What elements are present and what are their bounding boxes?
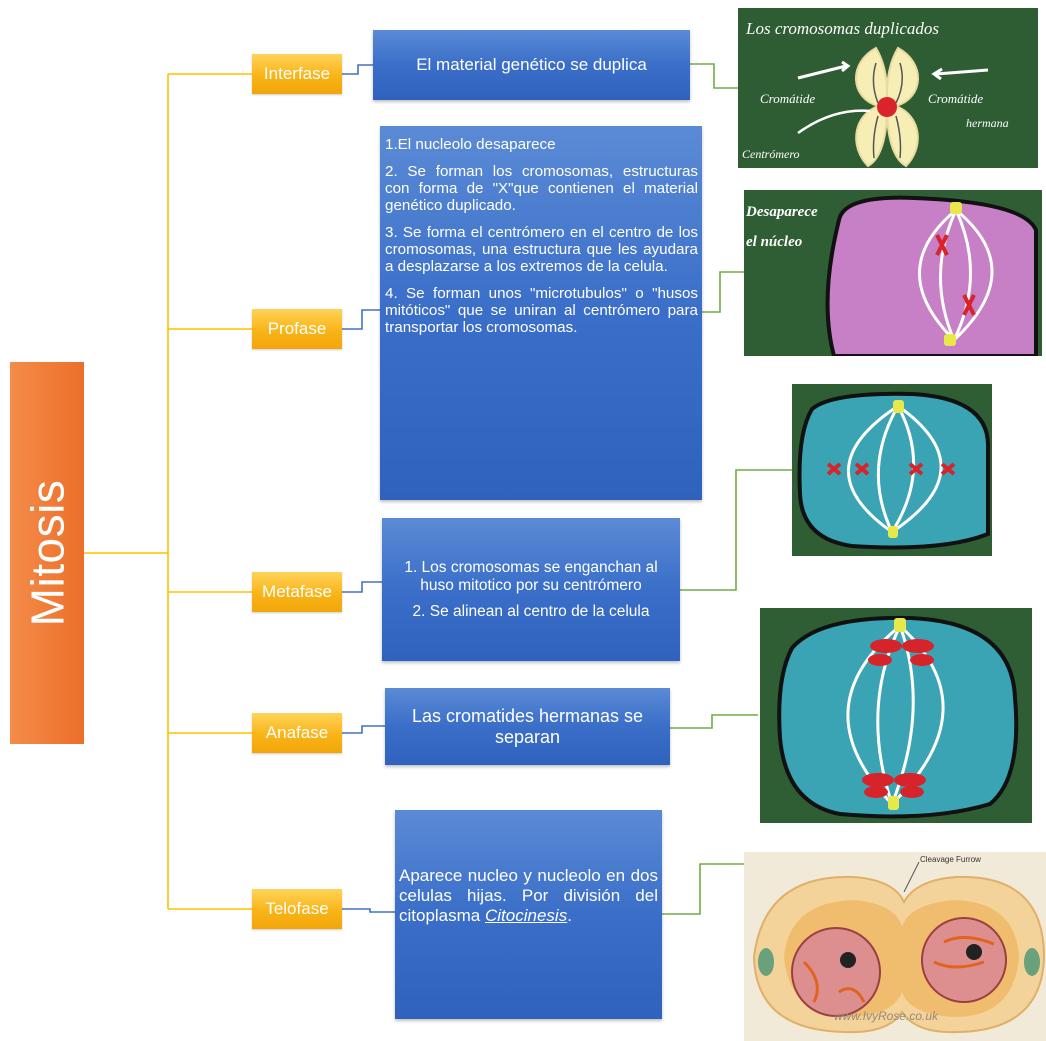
phase-telofase: Telofase xyxy=(252,889,342,929)
metafase-item-1: 1. Los cromosomas se enganchan al huso m… xyxy=(404,558,658,594)
phase-anafase: Anafase xyxy=(252,713,342,753)
duplicated-chromosomes-image: Los cromosomas duplicados Cromátide Crom… xyxy=(738,8,1038,168)
profase-item-1: 1.El nucleolo desaparece xyxy=(385,136,556,153)
telofase-emphasis: Citocinesis xyxy=(485,906,568,925)
profase-item-2: 2. Se forman los cromosomas, estructuras… xyxy=(385,163,698,214)
mitosis-root-node: Mitosis xyxy=(10,362,84,744)
metafase-description: 1. Los cromosomas se enganchan al huso m… xyxy=(382,518,680,661)
anaphase-cell-image xyxy=(760,608,1032,823)
image1-label-left: Cromátide xyxy=(760,91,815,106)
profase-description: 1.El nucleolo desaparece 2. Se forman lo… xyxy=(380,126,702,500)
prophase-cell-image: Desaparece el núcleo xyxy=(744,190,1042,356)
image1-title: Los cromosomas duplicados xyxy=(745,19,939,38)
telofase-description: Aparece nucleo y nucleolo en dos celulas… xyxy=(395,810,662,1019)
telophase-cell-image: Cleavage Furrow www.IvyRose.co.uk xyxy=(744,852,1046,1041)
root-label: Mitosis xyxy=(21,479,73,627)
image1-label-right2: hermana xyxy=(966,116,1009,130)
anafase-description: Las cromatides hermanas se separan xyxy=(385,688,670,765)
telofase-text: Aparece nucleo y nucleolo en dos celulas… xyxy=(399,866,658,925)
image2-line2: el núcleo xyxy=(746,234,802,250)
phase-interfase: Interfase xyxy=(252,54,342,94)
phase-metafase: Metafase xyxy=(252,572,342,612)
metafase-item-2: 2. Se alinean al centro de la celula xyxy=(412,602,650,620)
phase-profase: Profase xyxy=(252,309,342,349)
profase-item-4: 4. Se forman unos "microtubulos" o "huso… xyxy=(385,285,698,336)
image2-line1: Desaparece xyxy=(745,204,818,220)
image5-watermark: www.IvyRose.co.uk xyxy=(834,1009,939,1023)
profase-item-3: 3. Se forma el centrómero en el centro d… xyxy=(385,224,698,275)
metaphase-cell-image xyxy=(792,384,992,556)
image1-label-bottom: Centrómero xyxy=(742,147,800,161)
interfase-description: El material genético se duplica xyxy=(373,30,690,100)
image1-label-right: Cromátide xyxy=(928,91,983,106)
image5-label: Cleavage Furrow xyxy=(920,855,981,864)
